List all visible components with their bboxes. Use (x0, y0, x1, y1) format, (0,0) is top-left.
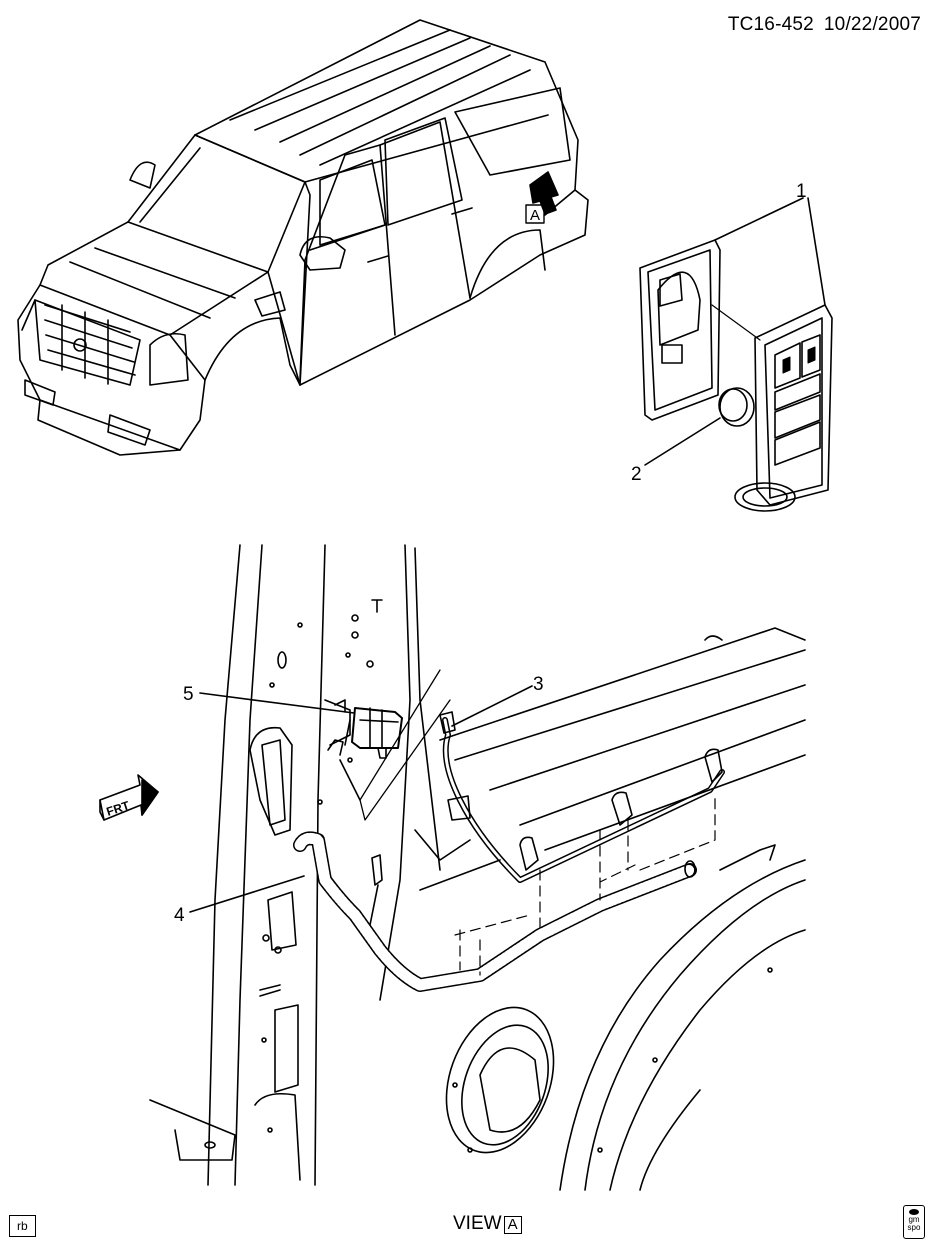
front-direction-arrow: FRT (99, 774, 159, 821)
body-pillar-illustration: 3 5 4 (149, 544, 806, 1191)
footer-tag: rb (9, 1215, 36, 1237)
callout-3: 3 (533, 674, 544, 695)
logo-text: gm spo (907, 1215, 921, 1232)
callout-1: 1 (796, 181, 807, 202)
gm-spo-logo: gm spo (903, 1205, 925, 1239)
diagram-code: TC16-452 (727, 14, 814, 35)
vehicle-illustration: A (17, 19, 589, 456)
key-fob-illustration: 1 2 (631, 181, 833, 512)
view-a-marker: A (530, 207, 540, 224)
logo-mark-icon (909, 1209, 919, 1215)
callout-2: 2 (631, 464, 642, 485)
view-letter: A (503, 1216, 522, 1234)
diagram-date: 10/22/2007 (823, 14, 921, 35)
callout-4: 4 (174, 905, 185, 926)
callout-5: 5 (183, 684, 194, 705)
diagram-header: TC16-452 10/22/2007 (728, 14, 921, 36)
view-label-text: VIEW (453, 1213, 502, 1234)
